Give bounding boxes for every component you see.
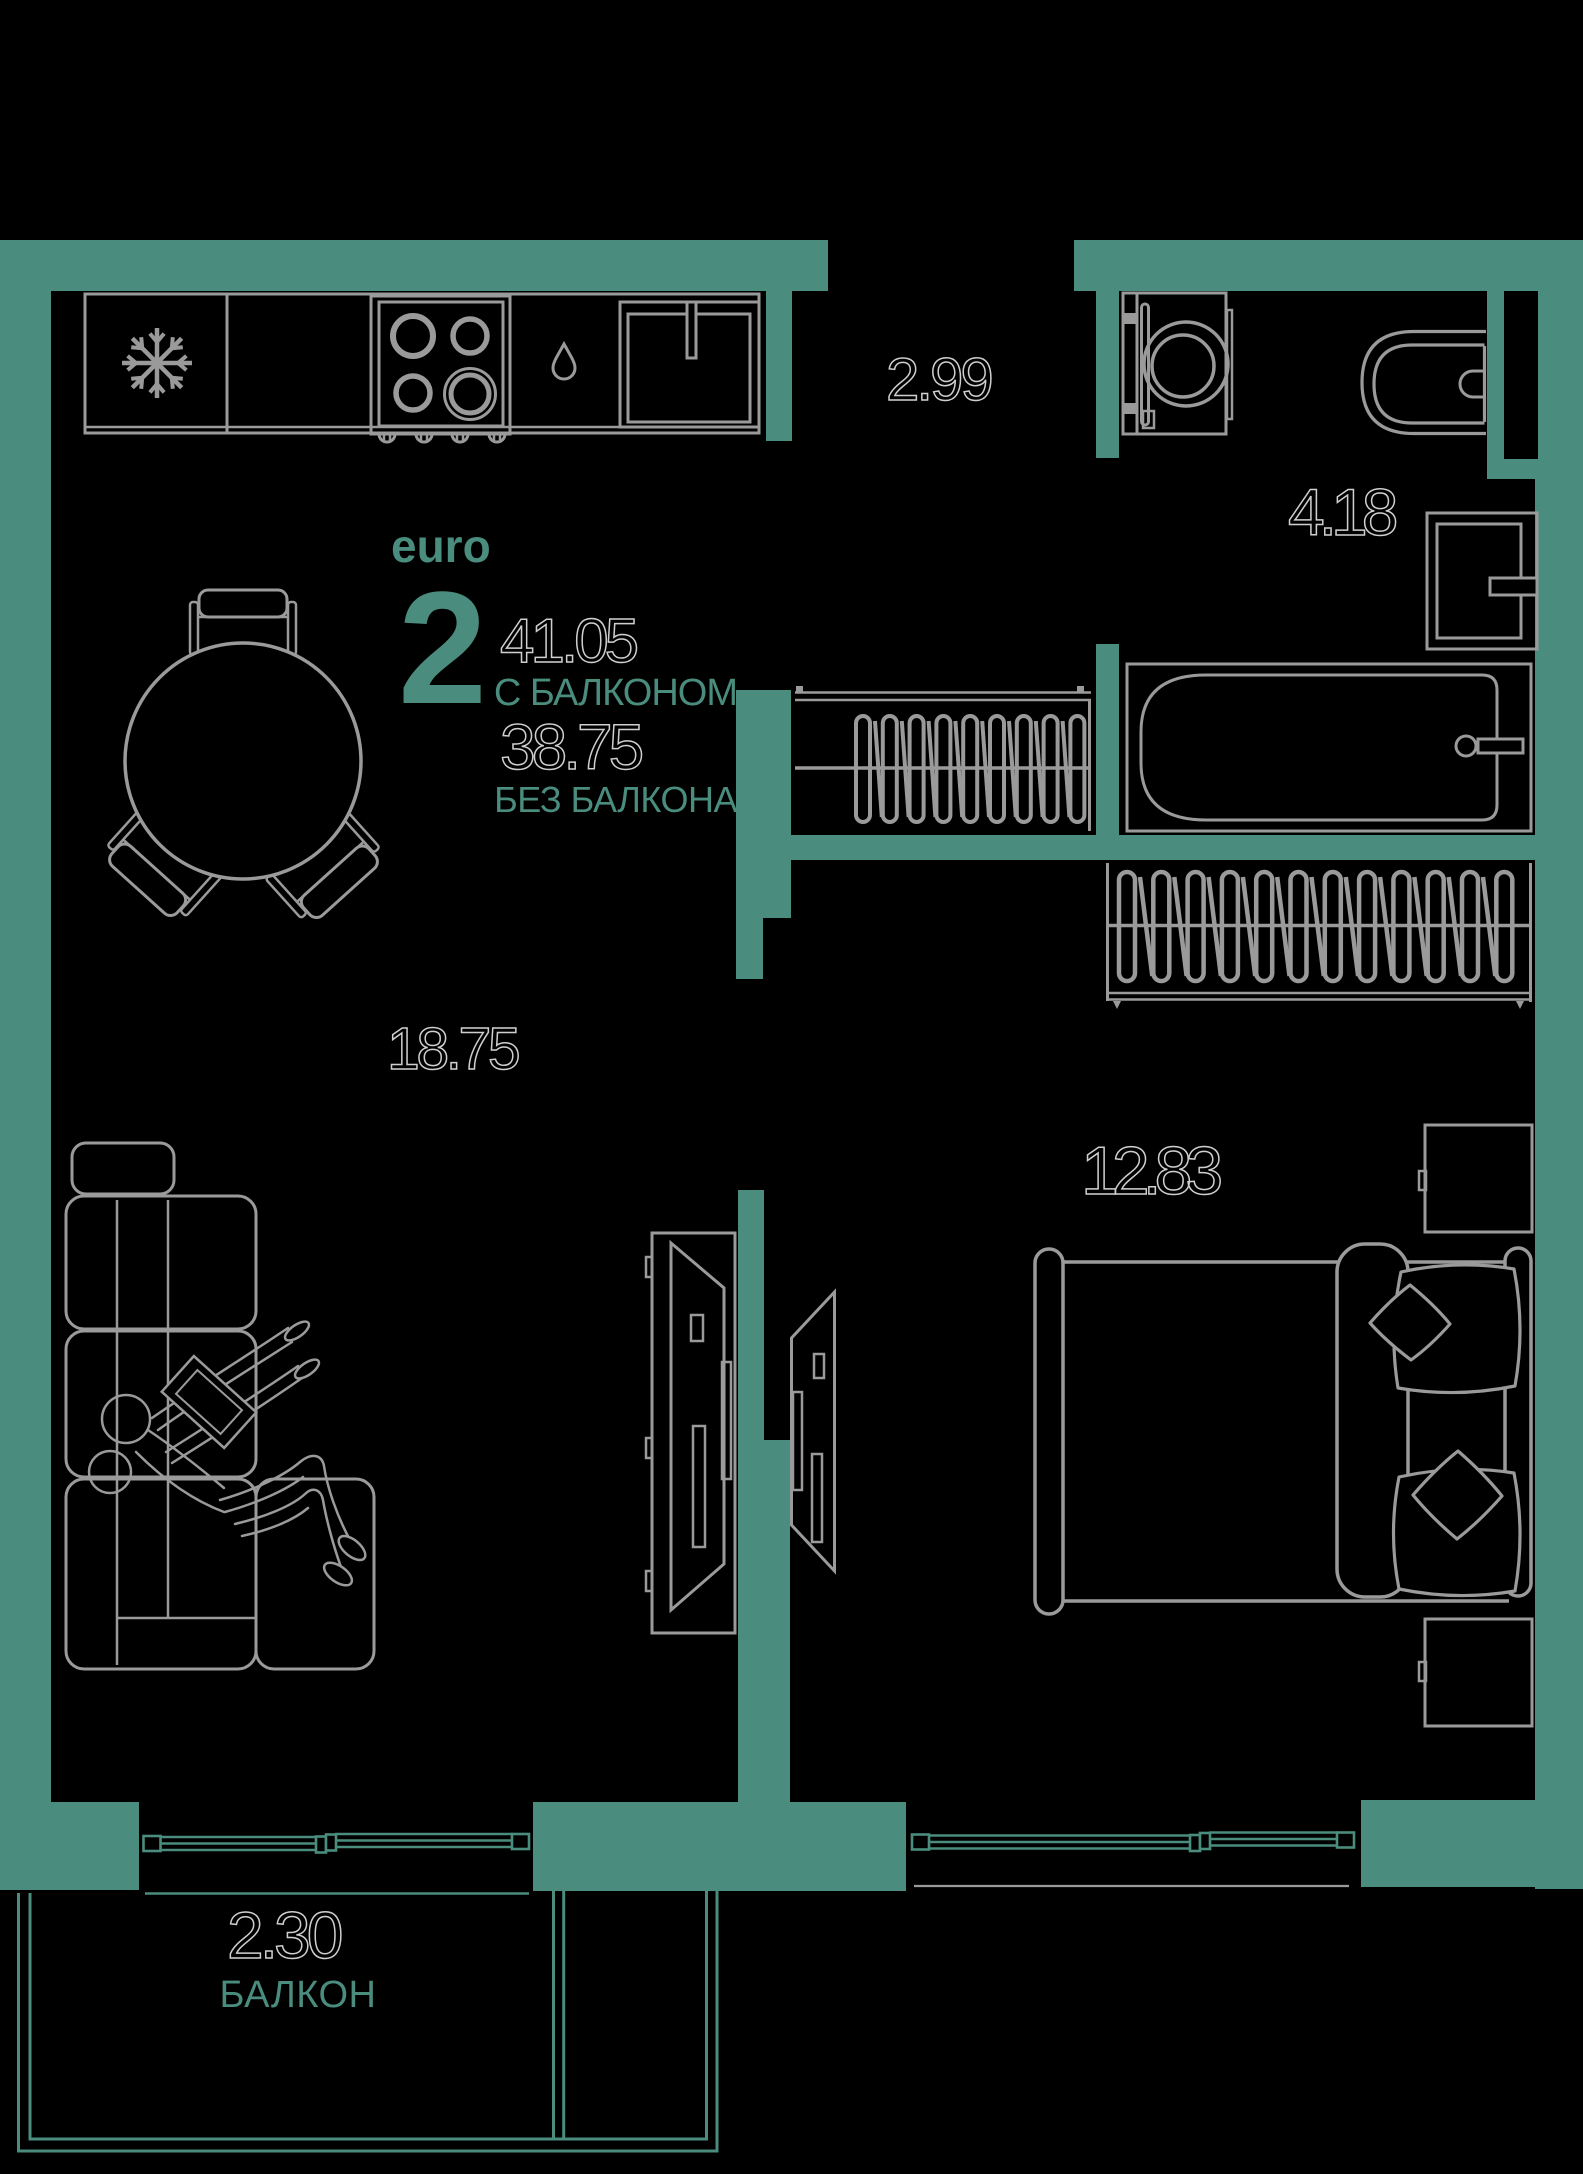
svg-text:18.75: 18.75 — [387, 1016, 519, 1082]
svg-text:2: 2 — [398, 558, 487, 737]
svg-text:2.30: 2.30 — [227, 1898, 342, 1972]
svg-text:2.99: 2.99 — [886, 346, 991, 413]
svg-text:БЕЗ БАЛКОНА: БЕЗ БАЛКОНА — [494, 779, 737, 820]
svg-text:4.18: 4.18 — [1288, 475, 1396, 549]
svg-text:С БАЛКОНОМ: С БАЛКОНОМ — [494, 672, 737, 714]
svg-text:12.83: 12.83 — [1081, 1133, 1220, 1209]
svg-text:euro: euro — [391, 520, 491, 572]
svg-text:41.05: 41.05 — [500, 607, 637, 676]
svg-text:38.75: 38.75 — [500, 711, 642, 783]
svg-text:БАЛКОН: БАЛКОН — [220, 1974, 377, 2016]
